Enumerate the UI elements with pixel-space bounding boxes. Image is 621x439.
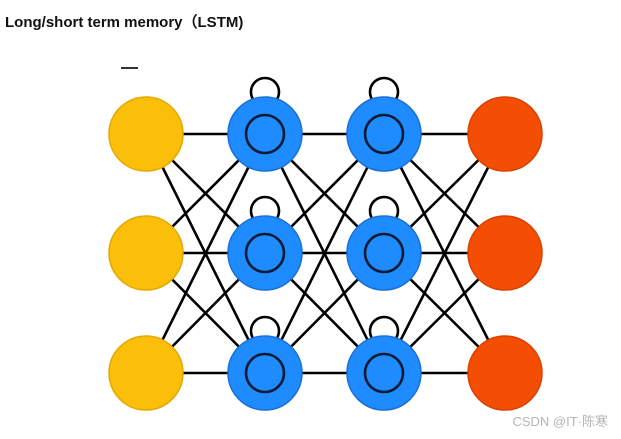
input-node-l0-n2	[108, 335, 184, 411]
memory-cell-l2-n1	[363, 232, 405, 274]
edge-l0-n2-to-l1-n0	[144, 133, 267, 374]
connections	[144, 132, 507, 375]
memory-cell-l1-n2	[244, 352, 286, 394]
memory-cell-l2-n2	[363, 352, 405, 394]
nodes	[108, 96, 543, 411]
input-node-l0-n0	[108, 96, 184, 172]
watermark: CSDN @IT·陈寒	[512, 414, 608, 429]
page-title: Long/short term memory（LSTM)	[5, 14, 244, 31]
memory-cell-l1-n1	[244, 232, 286, 274]
output-node-l3-n1	[467, 215, 543, 291]
output-node-l3-n0	[467, 96, 543, 172]
edge-l1-n2-to-l2-n0	[263, 133, 386, 374]
input-node-l0-n1	[108, 215, 184, 291]
memory-cell-l2-n0	[363, 113, 405, 155]
output-node-l3-n2	[467, 335, 543, 411]
memory-cell-l1-n0	[244, 113, 286, 155]
edge-l2-n2-to-l3-n0	[382, 133, 507, 374]
